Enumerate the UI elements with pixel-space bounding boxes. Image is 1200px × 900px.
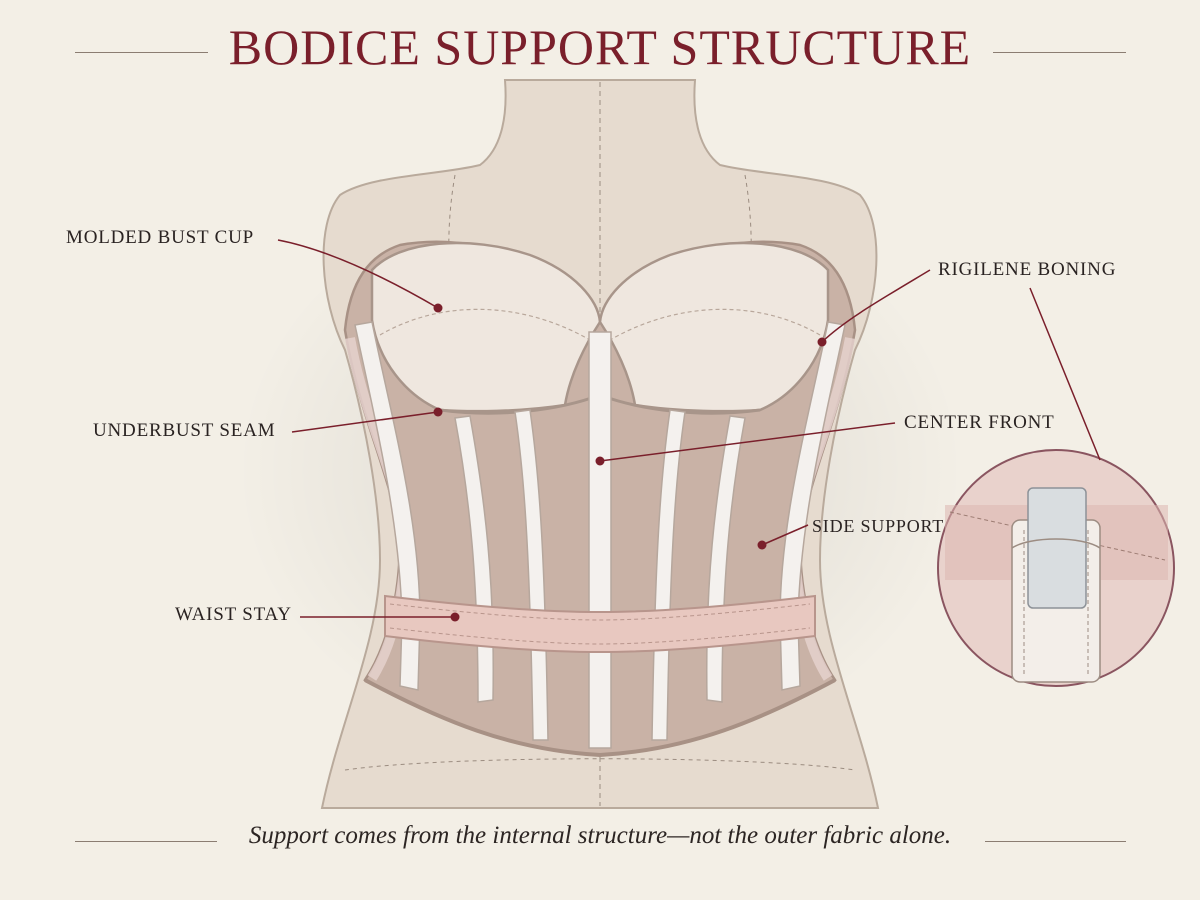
caption-rule-right [985, 841, 1126, 842]
boning-channel [588, 331, 612, 749]
title-rule-right [993, 52, 1126, 53]
corset-bottom-edge [364, 678, 836, 758]
leader-lines [277, 239, 1101, 618]
leader-side-support [761, 524, 809, 546]
inset-channel-mouth [1011, 538, 1101, 549]
bust-cup-right-seam [609, 308, 821, 341]
dot-side-support [757, 540, 767, 550]
inset-channel-stitch [1023, 530, 1089, 676]
title-rule-left [75, 52, 208, 53]
label-center-front: CENTER FRONT [904, 412, 1055, 433]
dot-underbust-seam [433, 407, 443, 417]
dot-waist-stay [450, 612, 460, 622]
waist-stay-stitch [389, 603, 811, 621]
leader-rigilene-boning [821, 269, 931, 343]
leader-center-front [599, 422, 896, 462]
leader-detail-inset [1029, 287, 1101, 461]
label-waist-stay: WAIST STAY [175, 604, 292, 625]
caption-rule-left [75, 841, 217, 842]
leader-dots [433, 303, 827, 622]
page-title: BODICE SUPPORT STRUCTURE [228, 19, 972, 75]
dot-rigilene-boning [817, 337, 827, 347]
bust-cup-left-seam [379, 308, 591, 341]
bust-cup-right [598, 241, 830, 413]
dot-molded-bust-cup [433, 303, 443, 313]
label-underbust-seam: UNDERBUST SEAM [93, 420, 276, 441]
caption: Support comes from the internal structur… [248, 822, 952, 849]
waist-stay-stitch [389, 627, 811, 645]
label-rigilene-boning: RIGILENE BONING [938, 259, 1117, 280]
label-molded-bust-cup: MOLDED BUST CUP [66, 227, 254, 248]
leader-underbust-seam [291, 411, 439, 433]
inset-band-stitch [949, 511, 1166, 561]
leader-molded-bust-cup [277, 239, 439, 309]
boning-channel [514, 409, 549, 741]
bust-cup-left [370, 241, 602, 413]
mannequin-hip-line [344, 758, 856, 771]
inset-boning-strip [1027, 487, 1087, 609]
dot-center-front [595, 456, 605, 466]
boning-channel [651, 409, 686, 741]
label-side-support: SIDE SUPPORT [812, 516, 945, 536]
